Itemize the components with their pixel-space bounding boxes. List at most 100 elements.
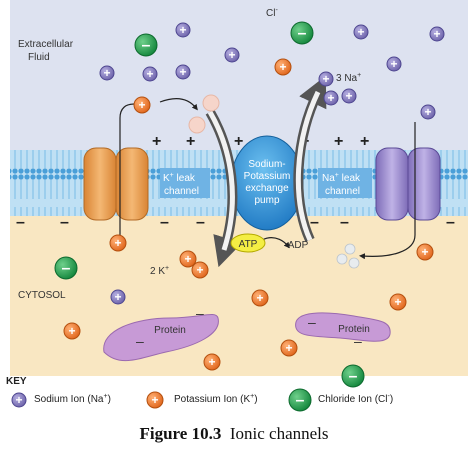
svg-text:+: + <box>151 393 158 407</box>
svg-text:–: – <box>298 25 307 42</box>
na-channel-label: channel <box>325 186 360 197</box>
svg-text:+: + <box>114 290 121 304</box>
svg-text:–: – <box>310 214 319 231</box>
svg-text:+: + <box>327 91 334 105</box>
extracellular-label-2: Fluid <box>28 52 50 63</box>
svg-text:+: + <box>152 133 161 150</box>
key-chloride-label: Chloride Ion (Cl-) <box>318 393 393 405</box>
svg-text:+: + <box>322 72 329 86</box>
chloride-ion: – <box>134 33 158 57</box>
phosphate-circles <box>336 243 360 269</box>
svg-text:Potassium: Potassium <box>244 171 291 182</box>
sodium-ion: + <box>11 392 27 408</box>
svg-text:+: + <box>179 65 186 79</box>
faded-k-ion <box>202 94 220 112</box>
potassium-ion: + <box>191 261 209 279</box>
svg-text:+: + <box>138 98 145 112</box>
svg-text:+: + <box>421 245 428 259</box>
svg-text:+: + <box>285 341 292 355</box>
svg-text:–: – <box>62 260 71 277</box>
extracellular-label: Extracellular <box>18 39 74 50</box>
figure-title: Ionic channels <box>229 424 329 443</box>
sodium-ion: + <box>175 64 191 80</box>
potassium-ion: + <box>280 339 298 357</box>
svg-text:–: – <box>142 37 151 54</box>
svg-text:–: – <box>296 392 305 409</box>
na-leak-channel: Na+ leak channel <box>318 147 441 221</box>
svg-text:+: + <box>184 252 191 266</box>
two-k-label: 2 K+ <box>150 265 169 277</box>
chloride-ion: – <box>288 388 312 412</box>
svg-text:+: + <box>186 133 195 150</box>
svg-text:–: – <box>60 214 69 231</box>
svg-text:+: + <box>345 89 352 103</box>
svg-text:+: + <box>68 324 75 338</box>
svg-text:+: + <box>15 393 22 407</box>
svg-text:pump: pump <box>254 195 279 206</box>
svg-text:Protein: Protein <box>154 325 186 336</box>
sodium-ion: + <box>224 47 240 63</box>
sodium-ion: + <box>110 289 126 305</box>
k-exit-arrow <box>159 98 198 111</box>
extracellular-region <box>10 0 468 150</box>
svg-text:–: – <box>354 333 362 349</box>
potassium-ion: + <box>146 391 164 409</box>
svg-text:–: – <box>196 305 204 321</box>
svg-text:+: + <box>357 25 364 39</box>
protein-1: Protein – – <box>103 305 219 362</box>
sodium-ion: + <box>353 24 369 40</box>
svg-text:+: + <box>394 295 401 309</box>
sodium-ion: + <box>386 56 402 72</box>
ionic-channels-figure: Extracellular Fluid CYTOSOL ++ ++ ++ –– … <box>6 0 468 412</box>
key-potassium-label: Potassium Ion (K+) <box>174 393 258 405</box>
sodium-ion: + <box>318 71 334 87</box>
svg-text:–: – <box>446 214 455 231</box>
potassium-ion: + <box>416 243 434 261</box>
svg-text:+: + <box>360 133 369 150</box>
sodium-ion: + <box>323 90 339 106</box>
adp-label: ADP <box>288 240 309 251</box>
svg-text:+: + <box>433 27 440 41</box>
potassium-ion: + <box>133 96 151 114</box>
svg-text:+: + <box>279 60 286 74</box>
svg-text:+: + <box>256 291 263 305</box>
svg-text:+: + <box>196 263 203 277</box>
k-leak-channel: K+ leak channel <box>83 147 210 221</box>
svg-text:+: + <box>234 133 243 150</box>
svg-text:+: + <box>114 236 121 250</box>
chloride-ion: – <box>341 364 365 388</box>
svg-text:+: + <box>228 48 235 62</box>
svg-text:–: – <box>308 314 316 330</box>
potassium-ion: + <box>389 293 407 311</box>
svg-text:exchange: exchange <box>245 183 289 194</box>
svg-text:–: – <box>349 368 358 385</box>
key-title: KEY <box>6 376 27 387</box>
na-leak-path <box>359 122 416 260</box>
potassium-ion: + <box>251 289 269 307</box>
svg-text:+: + <box>208 355 215 369</box>
sodium-ion: + <box>175 22 191 38</box>
sodium-ion: + <box>420 104 436 120</box>
faded-k-ion <box>188 116 206 134</box>
svg-text:+: + <box>146 67 153 81</box>
svg-text:+: + <box>179 23 186 37</box>
ion-layer: + + – – + + + + + + + + + + + + + + + + – + + + + + + – + + – <box>11 21 445 412</box>
svg-text:Sodium-: Sodium- <box>248 159 285 170</box>
k-leak-path <box>119 103 135 240</box>
svg-text:K+ leak: K+ leak <box>163 172 196 184</box>
svg-text:–: – <box>16 214 25 231</box>
svg-text:–: – <box>196 214 205 231</box>
chloride-ion: – <box>54 256 78 280</box>
potassium-ion: + <box>63 322 81 340</box>
potassium-ion: + <box>109 234 127 252</box>
figure-caption: Figure 10.3 Ionic channels <box>0 424 468 444</box>
atp-label: ATP <box>239 239 258 250</box>
atp-badge <box>230 233 266 253</box>
key-legend: KEY Sodium Ion (Na+) Potassium Ion (K+) … <box>6 376 393 405</box>
sodium-ion: + <box>142 66 158 82</box>
k-channel-label: channel <box>164 186 199 197</box>
sodium-ion: + <box>99 65 115 81</box>
key-sodium-label: Sodium Ion (Na+) <box>34 393 111 405</box>
cytosol-label: CYTOSOL <box>18 290 66 301</box>
potassium-ion: + <box>179 250 197 268</box>
